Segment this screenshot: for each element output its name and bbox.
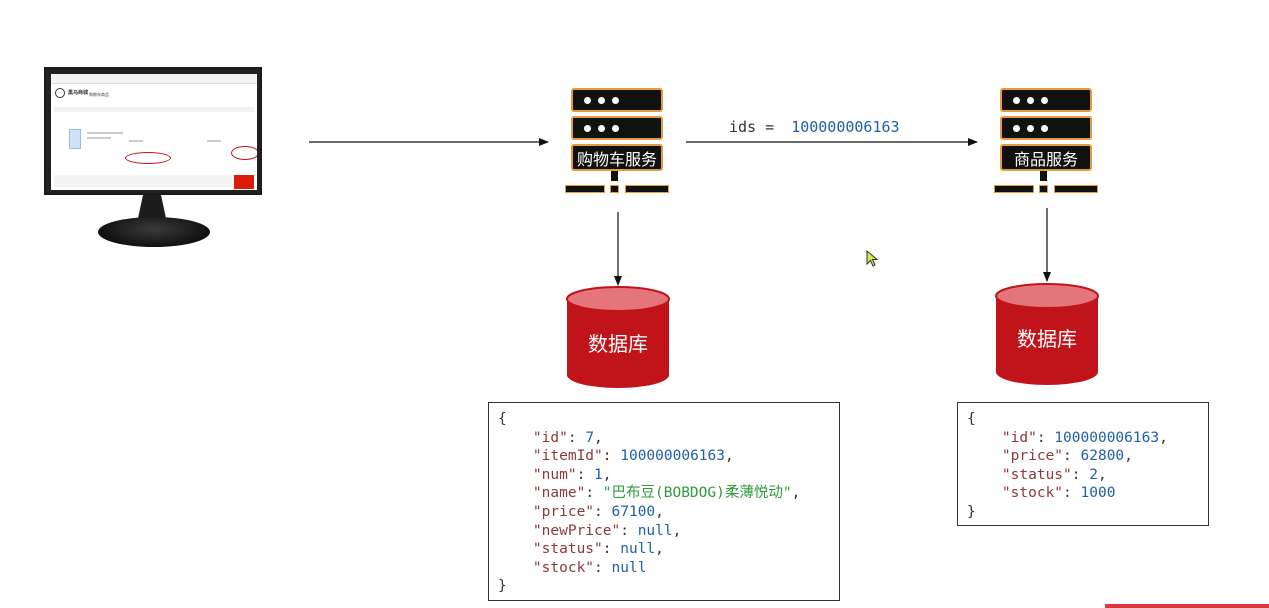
server-unit — [571, 116, 663, 140]
mini-price — [129, 140, 143, 142]
json-key: "id" — [532, 429, 568, 446]
mini-topbar — [51, 74, 257, 84]
ids-key: ids — [729, 118, 757, 136]
json-key: "itemId" — [532, 448, 603, 465]
server-base-bar — [994, 185, 1034, 193]
server-unit — [1000, 116, 1092, 140]
server-base-bar — [1039, 185, 1048, 193]
server-base-bar — [625, 185, 669, 193]
json-value: "巴布豆(BOBDOG)柔薄悦动" — [602, 485, 792, 502]
mini-text-line — [87, 137, 111, 139]
json-comma: , — [725, 448, 734, 465]
json-close-brace: } — [498, 578, 507, 595]
json-value: 62800 — [1080, 448, 1125, 465]
item-database-icon: 数据库 — [995, 283, 1099, 385]
json-key: "price" — [532, 503, 595, 520]
json-comma: , — [602, 466, 612, 483]
bottom-accent-bar — [1105, 604, 1269, 608]
json-key: "name" — [532, 485, 586, 502]
item-service: 商品服务 — [994, 88, 1098, 198]
json-key: "id" — [1001, 429, 1037, 446]
json-comma: , — [672, 522, 682, 539]
monitor-base — [98, 217, 210, 247]
server-base-bar — [1054, 185, 1098, 193]
server-unit — [1000, 88, 1092, 112]
json-key: "newPrice" — [532, 522, 621, 539]
server-unit — [571, 88, 663, 112]
cart-database-icon: 数据库 — [566, 286, 670, 388]
cart-database-label: 数据库 — [588, 332, 648, 356]
json-value: null — [611, 559, 647, 576]
json-comma: , — [655, 541, 664, 558]
json-key: "stock" — [532, 559, 595, 576]
mini-product-image — [69, 129, 81, 149]
json-field-line: "name": "巴布豆(BOBDOG)柔薄悦动", — [532, 485, 801, 502]
json-comma: , — [655, 503, 664, 520]
client-monitor: 黑马商城 购物车商品 — [44, 67, 264, 249]
json-open-brace: { — [498, 411, 507, 427]
monitor-screen: 黑马商城 购物车商品 — [44, 67, 262, 195]
json-key: "price" — [1001, 448, 1064, 465]
json-field-line: "itemId": 100000006163, — [532, 448, 734, 465]
cart-json-box: { "id": 7, "itemId": 100000006163, "num"… — [488, 402, 840, 601]
server-base-bar — [565, 185, 605, 193]
item-service-label: 商品服务 — [1000, 144, 1092, 171]
mini-title: 购物车商品 — [89, 92, 109, 97]
mini-table-header — [54, 107, 254, 112]
cart-service: 购物车服务 — [565, 88, 669, 198]
json-key: "status" — [1001, 466, 1072, 483]
json-value: 100000006163 — [1054, 429, 1160, 446]
mini-checkout-button — [234, 175, 254, 189]
json-field-line: "newPrice": null, — [532, 522, 682, 539]
json-field-line: "price": 67100, — [532, 503, 664, 520]
json-value: 1000 — [1080, 485, 1116, 502]
json-field-line: "stock": null — [532, 559, 647, 576]
json-close-brace: } — [967, 503, 976, 520]
json-field-line: "price": 62800, — [1001, 448, 1133, 465]
json-field-line: "status": null, — [532, 541, 664, 558]
mini-text-line — [87, 132, 123, 134]
json-value: null — [637, 522, 673, 539]
mini-footer — [54, 175, 238, 187]
mini-subtotal — [207, 140, 221, 142]
json-key: "stock" — [1001, 485, 1064, 502]
server-stem — [611, 171, 618, 181]
json-comma: , — [1159, 429, 1168, 446]
ids-value: 100000006163 — [791, 118, 900, 136]
json-value: 67100 — [611, 503, 656, 520]
mini-highlight-oval — [231, 146, 257, 160]
item-database-label: 数据库 — [1017, 327, 1077, 351]
json-key: "status" — [532, 541, 603, 558]
json-value: 2 — [1089, 466, 1098, 483]
json-value: 100000006163 — [620, 448, 725, 465]
json-field-line: "num": 1, — [532, 466, 612, 483]
json-value: null — [620, 541, 656, 558]
json-comma: , — [1097, 466, 1107, 483]
json-value: 7 — [585, 429, 595, 446]
json-field-line: "status": 2, — [1001, 466, 1107, 483]
item-json-box: { "id": 100000006163, "price": 62800, "s… — [957, 402, 1209, 526]
mini-highlight-oval — [125, 152, 171, 164]
item-json-fields: "id": 100000006163, "price": 62800, "sta… — [967, 430, 1168, 502]
json-open-brace: { — [967, 411, 976, 427]
cart-page-thumbnail: 黑马商城 购物车商品 — [51, 74, 257, 190]
json-comma: , — [594, 429, 603, 446]
json-field-line: "id": 100000006163, — [1001, 429, 1168, 446]
cart-service-label: 购物车服务 — [571, 144, 663, 171]
ids-request-label: ids = 100000006163 — [729, 118, 900, 136]
mouse-cursor-icon — [866, 250, 879, 267]
json-value: 1 — [594, 466, 603, 483]
ids-eq: = — [765, 118, 775, 136]
cart-json-fields: "id": 7, "itemId": 100000006163, "num": … — [498, 430, 800, 576]
json-field-line: "id": 7, — [532, 429, 603, 446]
json-comma: , — [1124, 448, 1133, 465]
mini-logo-icon — [55, 88, 65, 98]
json-comma: , — [791, 485, 801, 502]
json-field-line: "stock": 1000 — [1001, 485, 1116, 502]
mini-brand: 黑马商城 — [68, 90, 89, 96]
server-base-bar — [610, 185, 619, 193]
json-key: "num" — [532, 466, 577, 483]
server-stem — [1040, 171, 1047, 181]
